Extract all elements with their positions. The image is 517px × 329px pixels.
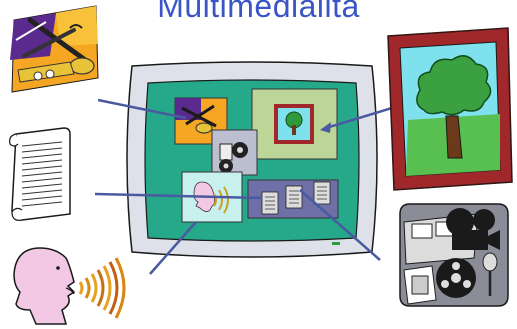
screen-film-thumbnail bbox=[212, 130, 257, 175]
speaking-head-icon bbox=[14, 248, 124, 324]
saxophone-trumpet-icon bbox=[10, 6, 98, 92]
scroll-document-icon bbox=[10, 128, 70, 220]
power-led-icon bbox=[332, 242, 340, 245]
film-camera-icon bbox=[400, 204, 508, 306]
screen-picture-thumbnail bbox=[252, 89, 337, 159]
framed-tree-picture-icon bbox=[388, 28, 512, 190]
